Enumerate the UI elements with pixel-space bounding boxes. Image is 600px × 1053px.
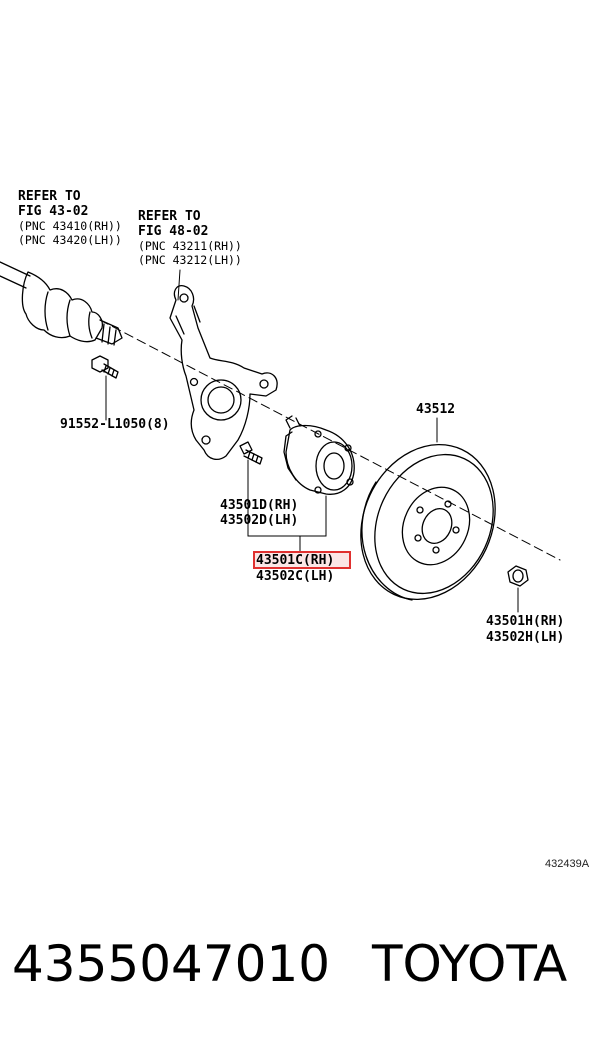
leader-lines — [105, 269, 519, 613]
label-hub-lh[interactable]: 43502C(LH) — [256, 569, 335, 584]
reference-figure: FIG 48-02 — [138, 224, 209, 239]
brand-name: TOYOTA — [372, 935, 568, 993]
label-hub-bolt-lh[interactable]: 43502D(LH) — [220, 513, 299, 528]
label-nut-rh[interactable]: 43501H(RH) — [486, 614, 565, 629]
label-bolt[interactable]: 91552-L1050(8) — [60, 417, 170, 432]
hub-nut — [507, 565, 529, 587]
reference-pnc-lh: (PNC 43420(LH)) — [18, 233, 122, 247]
reference-pnc-rh: (PNC 43211(RH)) — [138, 239, 242, 253]
label-hub-bolt-rh[interactable]: 43501D(RH) — [220, 498, 299, 513]
highlight-box — [253, 551, 351, 569]
reference-figure: FIG 43-02 — [18, 204, 89, 219]
brake-rotor-43512 — [360, 443, 496, 601]
steering-knuckle — [169, 285, 278, 461]
part-number: 4355047010 — [12, 935, 331, 993]
drive-shaft — [0, 261, 123, 346]
reference-title: REFER TO — [18, 189, 81, 204]
reference-title: REFER TO — [138, 209, 201, 224]
center-axis — [99, 319, 561, 561]
label-hub-rh[interactable]: 43501C(RH) — [256, 553, 335, 568]
bolt-91552 — [91, 355, 119, 379]
hub-bolt-43501d — [239, 441, 263, 465]
reference-pnc-rh: (PNC 43410(RH)) — [18, 219, 122, 233]
footer: 4355047010 TOYOTA — [0, 935, 600, 1005]
reference-pnc-lh: (PNC 43212(LH)) — [138, 253, 242, 267]
label-rotor[interactable]: 43512 — [416, 402, 456, 417]
figure-code: 432439A — [545, 858, 590, 870]
label-nut-lh[interactable]: 43502H(LH) — [486, 630, 565, 645]
hub-assembly — [283, 415, 355, 495]
